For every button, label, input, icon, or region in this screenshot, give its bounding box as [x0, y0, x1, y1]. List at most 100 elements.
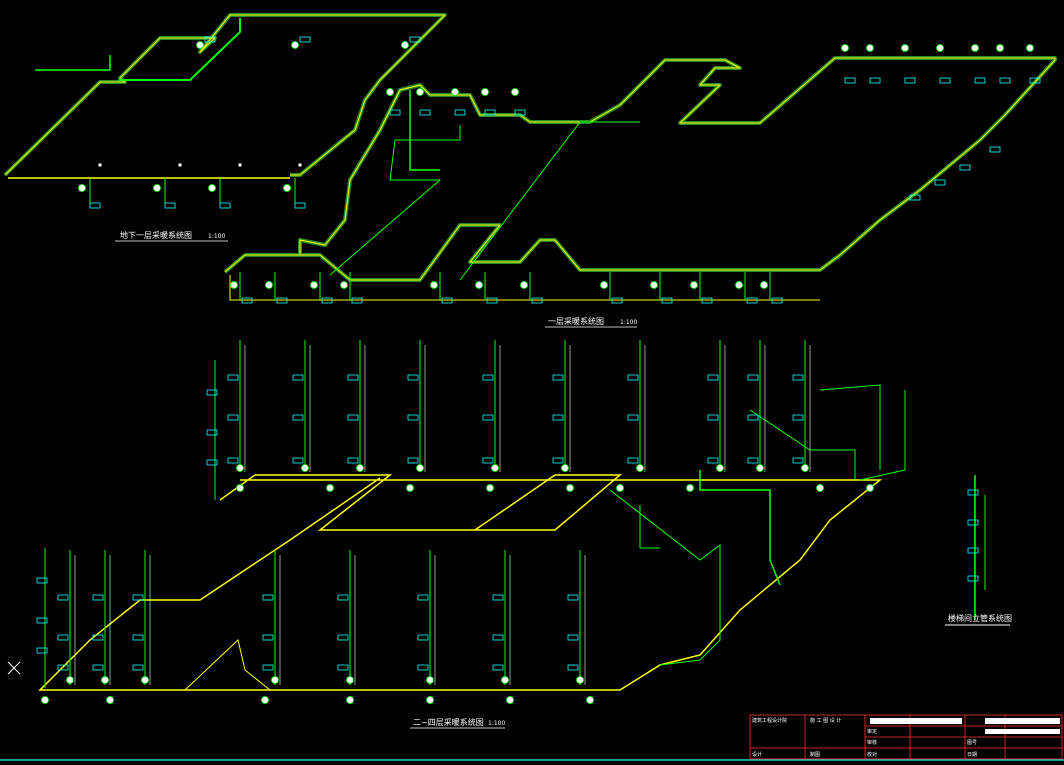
- radiator-icon: [321, 297, 333, 304]
- riser-tag-icon: [196, 41, 204, 49]
- valve-icon: [178, 163, 182, 167]
- radiator-icon: [627, 457, 639, 464]
- radiator-icon: [747, 457, 759, 464]
- drawing-label: 制图: [810, 751, 820, 758]
- radiator-icon: [909, 194, 921, 201]
- radiator-icon: [57, 634, 69, 641]
- radiator-icon: [567, 634, 579, 641]
- stair-riser-system: [945, 475, 1010, 626]
- riser-tag-icon: [326, 484, 334, 492]
- radiator-icon: [407, 457, 419, 464]
- radiator-icon: [441, 297, 453, 304]
- radiator-icon: [241, 297, 253, 304]
- riser-tag-icon: [576, 676, 584, 684]
- riser-tag-icon: [236, 484, 244, 492]
- riser-tag-icon: [271, 676, 279, 684]
- radiator-icon: [747, 414, 759, 421]
- sheet-label: 图号: [967, 740, 977, 746]
- riser-tag-icon: [475, 281, 483, 289]
- riser-tag-icon: [616, 484, 624, 492]
- radiator-icon: [417, 664, 429, 671]
- radiator-icon: [417, 634, 429, 641]
- radiator-icon: [999, 77, 1011, 84]
- radiator-icon: [294, 202, 306, 209]
- riser-tag-icon: [866, 484, 874, 492]
- riser-tag-icon: [506, 696, 514, 704]
- riser-tag-icon: [78, 184, 86, 192]
- radiator-icon: [36, 647, 48, 654]
- riser-tag-icon: [600, 281, 608, 289]
- radiator-icon: [206, 459, 218, 466]
- riser-tag-icon: [401, 41, 409, 49]
- title-block: [749, 714, 1063, 760]
- riser-tag-icon: [586, 696, 594, 704]
- radiator-icon: [337, 634, 349, 641]
- radiator-icon: [407, 414, 419, 421]
- radiator-icon: [227, 457, 239, 464]
- basement-heating-system: [3, 13, 447, 179]
- radiator-icon: [262, 594, 274, 601]
- riser-tag-icon: [866, 44, 874, 52]
- riser-tag-icon: [650, 281, 658, 289]
- radiator-icon: [661, 297, 673, 304]
- riser-tag-icon: [208, 184, 216, 192]
- riser-tag-icon: [511, 88, 519, 96]
- riser-tag-icon: [41, 696, 49, 704]
- riser-tag-icon: [735, 281, 743, 289]
- riser-tag-icon: [406, 484, 414, 492]
- riser-tag-icon: [301, 464, 309, 472]
- riser-tag-icon: [141, 676, 149, 684]
- first-floor-scale: 1:100: [620, 319, 637, 326]
- riser-tag-icon: [1026, 44, 1034, 52]
- radiator-icon: [707, 457, 719, 464]
- radiator-icon: [567, 594, 579, 601]
- radiator-icon: [409, 36, 421, 43]
- radiator-icon: [492, 594, 504, 601]
- riser-tag-icon: [501, 676, 509, 684]
- radiator-icon: [299, 36, 311, 43]
- radiator-icon: [206, 389, 218, 396]
- radiator-icon: [454, 109, 466, 116]
- riser-tag-icon: [636, 464, 644, 472]
- radiator-icon: [482, 374, 494, 381]
- radiator-icon: [967, 519, 979, 526]
- riser-tag-icon: [451, 88, 459, 96]
- radiator-icon: [707, 414, 719, 421]
- riser-tag-icon: [760, 281, 768, 289]
- radiator-icon: [219, 202, 231, 209]
- cursor-crosshair-icon: [7, 661, 21, 675]
- riser-tag-icon: [690, 281, 698, 289]
- riser-tag-icon: [486, 484, 494, 492]
- radiator-icon: [206, 429, 218, 436]
- radiator-icon: [967, 547, 979, 554]
- radiator-icon: [904, 77, 916, 84]
- riser-tag-icon: [901, 44, 909, 52]
- radiator-icon: [967, 489, 979, 496]
- radiator-icon: [204, 36, 216, 43]
- radiator-icon: [484, 109, 496, 116]
- radiator-icon: [292, 457, 304, 464]
- riser-tag-icon: [101, 676, 109, 684]
- radiator-icon: [974, 77, 986, 84]
- riser-tag-icon: [265, 281, 273, 289]
- riser-tag-icon: [230, 281, 238, 289]
- radiator-icon: [389, 109, 401, 116]
- radiator-icon: [482, 414, 494, 421]
- radiator-icon: [347, 457, 359, 464]
- radiator-icon: [959, 164, 971, 171]
- radiator-icon: [57, 594, 69, 601]
- basement-caption: 地下一层采暖系统图: [120, 230, 192, 240]
- radiator-icon: [351, 297, 363, 304]
- radiator-icon: [552, 457, 564, 464]
- radiator-icon: [869, 77, 881, 84]
- valve-icon: [98, 163, 102, 167]
- riser-tag-icon: [716, 464, 724, 472]
- first-floor-caption: 一层采暖系统图: [548, 316, 604, 326]
- upper-floor-scale: 1:100: [488, 720, 505, 727]
- riser-tag-icon: [310, 281, 318, 289]
- radiator-icon: [567, 664, 579, 671]
- radiator-icon: [747, 374, 759, 381]
- riser-tag-icon: [756, 464, 764, 472]
